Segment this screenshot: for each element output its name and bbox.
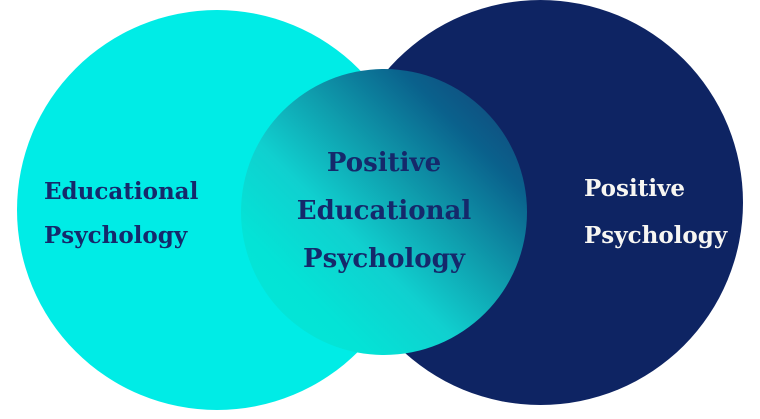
- overlap-circle: [241, 69, 527, 355]
- left-circle-label: Educational Psychology: [44, 170, 198, 258]
- label-line: Psychology: [44, 222, 188, 249]
- overlap-circle-label: Positive Educational Psychology: [254, 139, 514, 283]
- label-line: Positive: [584, 175, 686, 202]
- label-line: Psychology: [303, 244, 465, 274]
- label-line: Educational: [296, 196, 472, 226]
- label-line: Educational: [44, 178, 199, 205]
- label-line: Psychology: [584, 222, 728, 249]
- right-circle-label: Positive Psychology: [584, 165, 727, 259]
- label-line: Positive: [326, 148, 442, 178]
